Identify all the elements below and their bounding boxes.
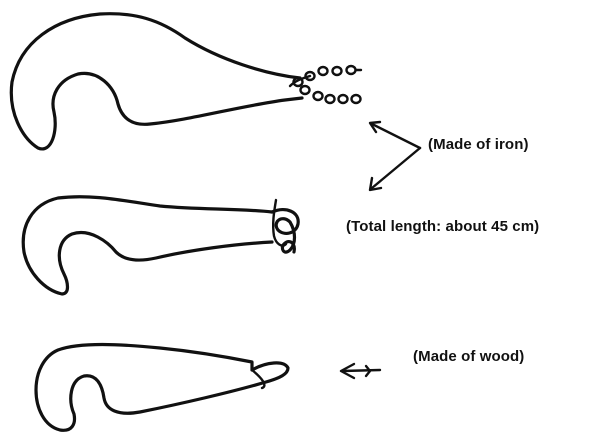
iron-chain-bottom (301, 86, 361, 103)
iron-hook-top (11, 14, 361, 149)
arrow-upper-shaft (372, 124, 420, 148)
iron-hook-middle (23, 197, 298, 294)
iron-hook-middle-outline (23, 197, 272, 294)
wooden-hook (36, 345, 288, 431)
iron-chain-top (290, 66, 361, 86)
wooden-hook-outline (36, 345, 288, 431)
arrow-lower-shaft (372, 148, 420, 188)
iron-hook-top-outline (11, 14, 302, 149)
wood-arrow (341, 364, 380, 378)
label-total-length: (Total length: about 45 cm) (346, 218, 539, 235)
double-arrow (370, 122, 420, 190)
label-made-of-wood: (Made of wood) (413, 348, 524, 365)
wood-arrow-shaft (342, 370, 380, 371)
label-made-of-iron: (Made of iron) (428, 136, 529, 153)
